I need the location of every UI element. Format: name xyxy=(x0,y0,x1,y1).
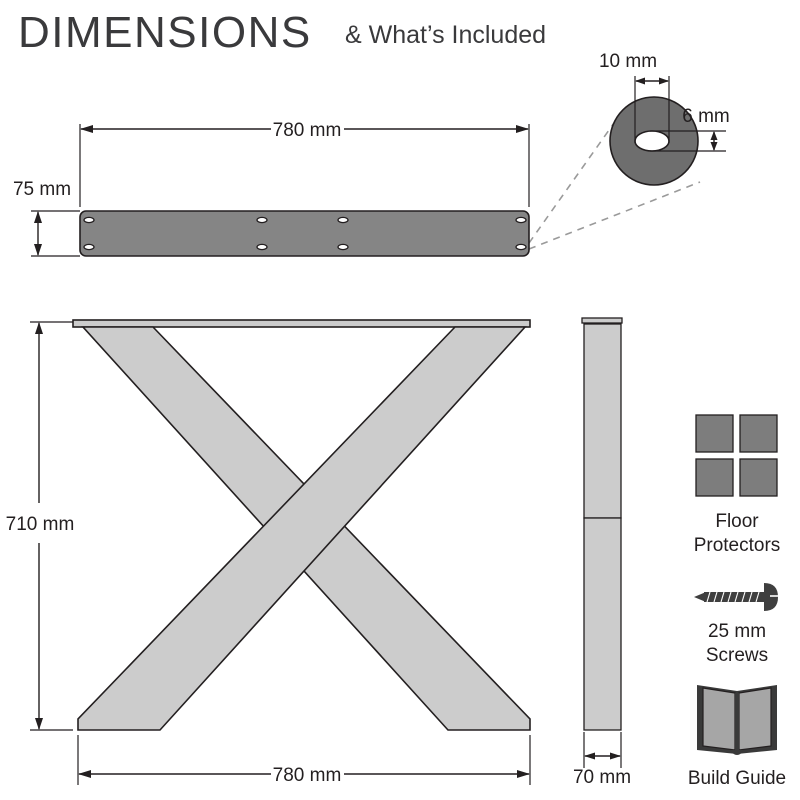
side-profile-top-cap xyxy=(581,317,623,324)
bar-length-label: 780 mm xyxy=(273,120,342,141)
page-title: DIMENSIONS xyxy=(18,8,312,57)
x-frame-view: 710 mm 780 mm xyxy=(6,319,531,786)
washer-hole xyxy=(634,130,670,152)
floor-protectors-label-line2: Protectors xyxy=(694,535,781,556)
bar-hole xyxy=(83,243,95,251)
floor-protector-pad xyxy=(739,414,778,453)
bar-hole xyxy=(337,216,349,224)
bar-hole xyxy=(256,216,268,224)
frame-height-dimension-arrow xyxy=(35,322,43,730)
washer-detail-view: 10 mm 6 mm xyxy=(528,51,730,250)
washer-width-label: 10 mm xyxy=(599,51,657,72)
washer-height-label: 6 mm xyxy=(682,106,730,127)
side-profile-lower-body xyxy=(583,517,622,731)
frame-width-dimension-arrow xyxy=(78,770,530,778)
x-frame-strut-right-to-left xyxy=(77,326,527,731)
frame-height-label: 710 mm xyxy=(6,514,75,535)
floor-protectors-label-line1: Floor xyxy=(715,511,759,532)
bar-height-dimension-arrow xyxy=(34,211,42,256)
x-frame-top-rail xyxy=(72,319,531,328)
side-width-dimension-arrow xyxy=(584,752,621,760)
floor-protector-pad xyxy=(739,458,778,497)
included-floor-protectors: Floor Protectors xyxy=(694,414,781,556)
side-profile-upper-body xyxy=(583,323,622,519)
washer-width-dimension-arrow xyxy=(635,77,669,85)
included-build-guide: Build Guide xyxy=(688,685,786,789)
screws-label-line1: 25 mm xyxy=(708,621,766,642)
washer-height-dimension-arrow xyxy=(710,131,718,151)
side-width-label: 70 mm xyxy=(573,767,631,788)
mounting-bar-body xyxy=(79,210,530,257)
bar-hole xyxy=(337,243,349,251)
page-subtitle: & What’s Included xyxy=(345,21,546,49)
bar-hole xyxy=(515,216,527,224)
bar-hole xyxy=(83,216,95,224)
floor-protector-pad xyxy=(695,458,734,497)
frame-width-label: 780 mm xyxy=(273,765,342,786)
callout-line-lower xyxy=(528,181,701,250)
bar-height-label: 75 mm xyxy=(13,179,71,200)
book-icon xyxy=(697,685,777,755)
screws-label-line2: Screws xyxy=(706,645,768,666)
side-profile-view: 70 mm xyxy=(573,317,631,788)
bar-hole xyxy=(256,243,268,251)
floor-protector-pad xyxy=(695,414,734,453)
included-screws: 25 mm Screws xyxy=(694,583,778,666)
callout-line-upper xyxy=(528,122,615,244)
bar-hole xyxy=(515,243,527,251)
bar-length-dimension-arrow xyxy=(80,125,529,133)
top-bar-view: 780 mm 75 mm xyxy=(13,120,530,257)
screw-icon xyxy=(694,583,778,611)
build-guide-label: Build Guide xyxy=(688,768,786,789)
